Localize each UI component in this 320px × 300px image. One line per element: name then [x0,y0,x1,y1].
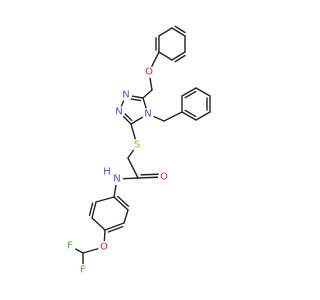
nitrogen-atom-triazole-1-background [120,89,132,101]
fluorine-atom-lower-background [77,264,89,276]
bond-pa1-pa2 [171,27,186,37]
oxygen-atom-ether-top-background [143,66,155,78]
nitrogen-atom-triazole-4: N [144,109,151,120]
nitrogen-atom-triazole-2-background [113,106,125,118]
double-bond-bz2-bz3 [184,90,197,99]
double-bond-r6-r1 [117,195,130,207]
oxygen-atom-ether-bottom-background [98,241,110,253]
nitrogen-atom-amide-background [111,173,123,185]
double-bond-bz6-bz1 [184,109,197,118]
oxygen-atom-carbonyl: O [160,172,168,183]
bond-ch2c-cco [127,157,139,179]
bond-bz3-bz4 [195,87,211,97]
bond-bz2-bz3 [181,87,197,97]
bond-r4-r5 [104,222,125,231]
double-bond-pa1-pa2 [174,25,186,34]
bond-pa3-pa4 [171,51,186,61]
sulfur-atom-thioether-background [131,139,143,151]
nitrogen-atom-triazole-1: N [122,90,129,101]
fluorine-atom-upper-background [64,240,76,252]
bond-bz6-bz1 [181,111,197,121]
bond-r1-r2 [95,196,115,203]
bond-ch2a-c5 [142,89,153,99]
double-bond-r4-r5 [107,225,124,233]
bond-bz5-bz6 [195,111,211,121]
bond-pa6-pa1 [158,27,173,37]
bond-r2-r3 [91,201,97,219]
hydrogen-atom-amide: H [103,167,111,178]
double-bond-pa3-pa4 [174,54,186,63]
bond-r3-r4 [91,217,106,231]
oxygen-atom-carbonyl-background [158,171,170,183]
fluorine-atom-lower: F [80,265,86,276]
nitrogen-atom-amide: N [113,174,120,185]
bond-r6-r1 [113,196,129,211]
hydrogen-atom-amide-background [101,166,113,178]
nitrogen-atom-triazole-4-background [142,108,154,120]
bond-r5-r6 [123,209,129,224]
sulfur-atom-thioether: S [134,140,140,151]
fluorine-atom-upper: F [67,241,73,252]
oxygen-atom-ether-bottom: O [100,242,108,253]
nitrogen-atom-triazole-2: N [115,107,122,118]
double-bond-r2-r3 [88,202,94,217]
double-bond-cco-ocb [140,173,162,176]
bond-pa4-pa5 [158,51,173,61]
oxygen-atom-ether-top: O [145,67,153,78]
bond-ch2b-bz1 [163,111,183,122]
